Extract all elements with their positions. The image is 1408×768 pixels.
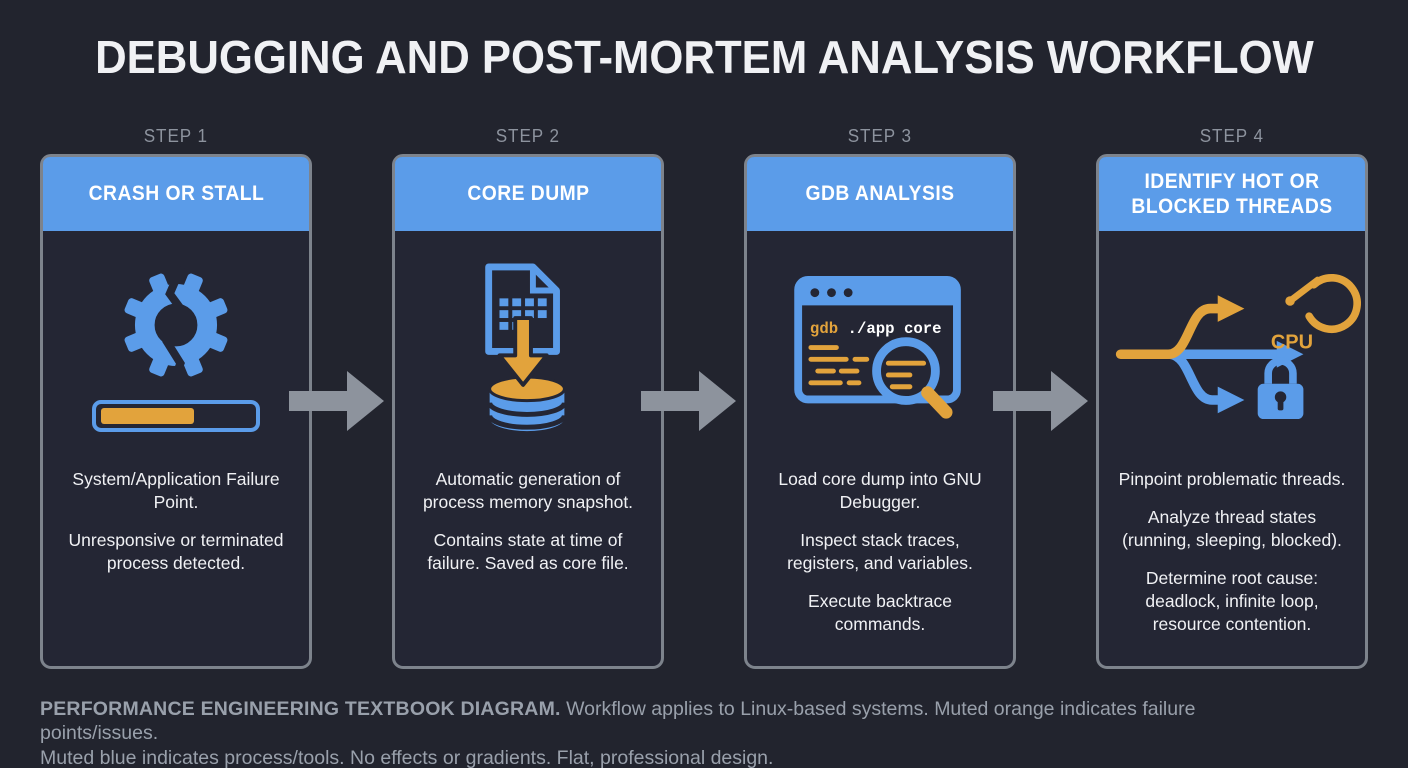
card-description: Pinpoint problematic threads. Analyze th… [1099,468,1365,637]
flow-arrow-icon [641,371,736,431]
gdb-icon-area: gdb ./app core [747,231,1013,468]
progress-bar-fill [101,408,194,424]
description-paragraph: Pinpoint problematic threads. [1118,469,1346,489]
card-gdb-analysis: GDB ANALYSIS gdb ./app core [744,154,1016,669]
card-header: GDB ANALYSIS [747,157,1013,231]
card-header: CORE DUMP [395,157,661,231]
card-identify-threads: IDENTIFY HOT OR BLOCKED THREADS CPU [1096,154,1368,669]
card-description: Load core dump into GNU Debugger. Inspec… [747,468,1013,637]
description-paragraph: Determine root cause: deadlock, infinite… [1145,568,1319,635]
step-label-2: STEP 2 [495,126,561,146]
footer-line-1: PERFORMANCE ENGINEERING TEXTBOOK DIAGRAM… [40,698,1196,745]
broken-gear-icon [124,265,228,385]
thread-blocked-arrow [1165,349,1223,405]
description-paragraph: Execute backtrace commands. [808,591,952,635]
magnifier-icon [872,337,953,419]
lock-icon [1257,357,1304,419]
cpu-gauge-icon: CPU [1271,274,1361,354]
description-paragraph: Contains state at time of failure. Saved… [427,530,629,574]
card-core-dump: CORE DUMP [392,154,664,669]
step-label-3: STEP 3 [847,126,913,146]
description-paragraph: Automatic generation of process memory s… [422,469,634,513]
down-arrow-icon [497,316,549,387]
card-header: IDENTIFY HOT OR BLOCKED THREADS [1099,157,1365,231]
step-label-4: STEP 4 [1199,126,1265,146]
step-label-1: STEP 1 [143,126,209,146]
gdb-terminal-magnifier-icon: gdb ./app core [794,276,961,419]
description-paragraph: Unresponsive or terminated process detec… [68,530,284,574]
cpu-label: CPU [1271,332,1313,354]
description-paragraph: Analyze thread states (running, sleeping… [1122,507,1342,551]
document-icon [485,263,560,355]
footer-bold-label: PERFORMANCE ENGINEERING TEXTBOOK DIAGRAM… [40,698,561,720]
terminal-command: gdb ./app core [810,320,942,338]
card-header: CRASH OR STALL [43,157,309,231]
footer-note: PERFORMANCE ENGINEERING TEXTBOOK DIAGRAM… [40,697,1220,768]
card-crash-or-stall: CRASH OR STALL Sys [40,154,312,669]
progress-bar-icon [92,400,260,432]
thread-branch-cpu-lock-icon: CPU [1115,274,1361,419]
gear-crack [162,265,192,385]
database-icon [487,375,567,432]
description-paragraph: Inspect stack traces, registers, and var… [787,530,973,574]
window-dots [810,288,853,298]
card-description: System/Application Failure Point. Unresp… [43,468,309,575]
flow-arrow-icon [289,371,384,431]
flow-arrow-icon [993,371,1088,431]
code-lines [808,345,870,386]
description-paragraph: Load core dump into GNU Debugger. [778,469,982,513]
crash-icon-area [43,231,309,468]
magnifier-handle [921,386,953,419]
threads-icon-area: CPU [1099,231,1365,468]
memory-dump-database-icon [485,263,567,432]
core-dump-icon-area [395,231,661,468]
description-paragraph: System/Application Failure Point. [72,469,280,513]
footer-line-2: Muted blue indicates process/tools. No e… [40,746,774,768]
thread-hot-arrow [1115,303,1223,360]
page-title: DEBUGGING AND POST-MORTEM ANALYSIS WORKF… [94,31,1314,83]
card-description: Automatic generation of process memory s… [395,468,661,575]
